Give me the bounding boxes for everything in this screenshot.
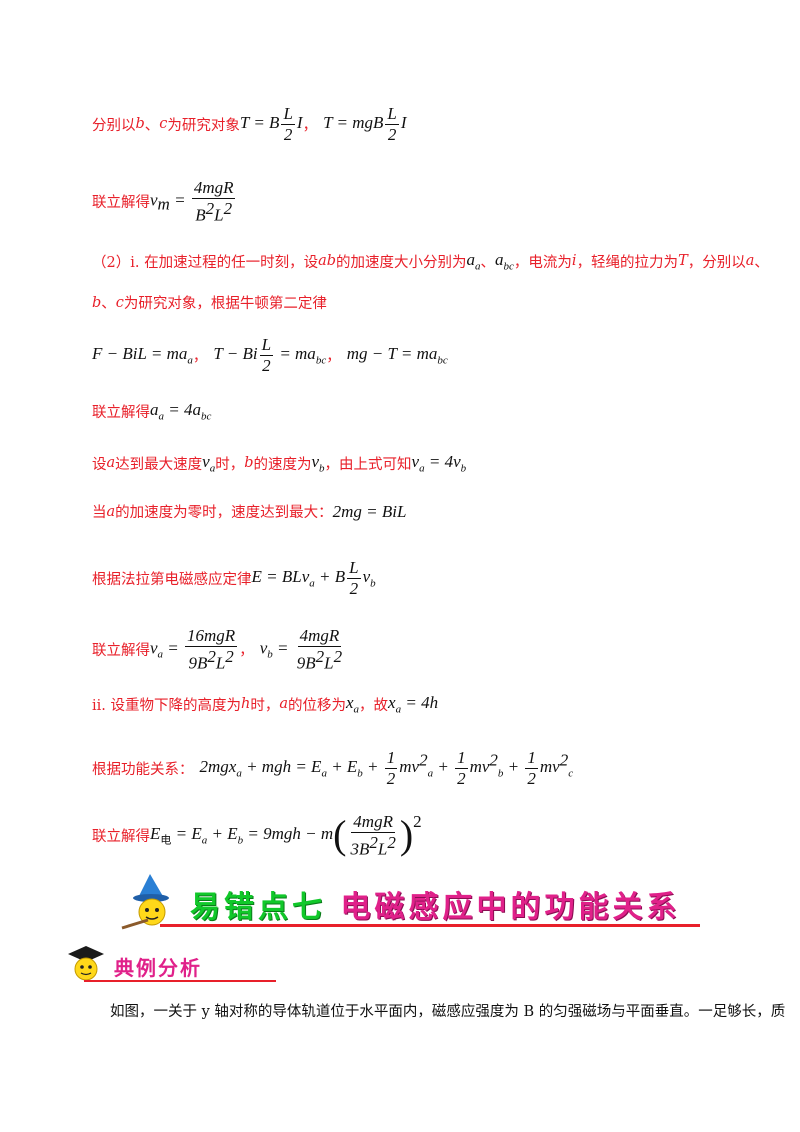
text: 联立解得 xyxy=(92,404,150,421)
text: 的加速度大小分别为 xyxy=(336,254,467,271)
graduate-mascot-icon xyxy=(68,946,104,981)
text: ，故 xyxy=(359,697,389,714)
text: 设 xyxy=(92,456,107,473)
problem-text: 如图，一关于 y 轴对称的导体轨道位于水平面内，磁感应强度为 B 的匀强磁场与平… xyxy=(110,1004,786,1020)
section-banner: 易错点七 电磁感应中的功能关系 xyxy=(120,874,700,930)
line-accel-ratio: 联立解得 aa = 4abc xyxy=(92,400,211,422)
text: 联立解得 xyxy=(92,828,150,845)
text: 达到最大速度 xyxy=(115,456,203,473)
text: 、 xyxy=(101,296,116,312)
text: 为研究对象，根据牛顿第二定律 xyxy=(123,296,327,312)
var-b: b xyxy=(244,455,254,472)
text: 的加速度为零时，速度达到最大： xyxy=(115,505,333,521)
text: 、 xyxy=(754,254,769,271)
var-i: i xyxy=(571,253,577,270)
formula: E电 = Ea + Eb = 9mgh − m xyxy=(150,823,334,847)
banner-title: 易错点七 电磁感应中的功能关系 xyxy=(190,882,680,926)
text: 当 xyxy=(92,505,107,521)
text: 、 xyxy=(480,254,496,271)
text: 时， xyxy=(215,456,245,473)
text: 根据法拉第电磁感应定律 xyxy=(92,571,252,588)
formula: xa = 4h xyxy=(388,693,439,716)
text: 根据功能关系： xyxy=(92,761,194,778)
formula: xa xyxy=(346,693,360,716)
text: 的位移为 xyxy=(288,697,346,714)
banner-underline xyxy=(160,924,700,927)
text: 联立解得 xyxy=(92,194,150,211)
formula: va = 4vb xyxy=(411,452,467,475)
var-b: b xyxy=(92,294,102,311)
formula: aa xyxy=(466,250,481,273)
var-a: a xyxy=(106,455,116,472)
formula: aa = 4abc xyxy=(150,400,212,423)
formula: 2mg = BiL xyxy=(332,501,407,521)
text: 联立解得 xyxy=(92,642,150,659)
text: 的速度为 xyxy=(253,456,312,473)
var-c: c xyxy=(159,116,168,133)
text: ， xyxy=(302,117,318,134)
example-underline xyxy=(84,980,276,982)
formula: mg − T = mabc xyxy=(346,343,448,367)
banner-title-green: 易错点七 xyxy=(190,890,326,925)
formula: F − BiL = maa xyxy=(92,343,193,367)
text: 分别以 xyxy=(92,117,136,134)
text: ，分别以 xyxy=(687,254,746,271)
formula: va xyxy=(202,452,216,475)
text: ，轻绳的拉力为 xyxy=(576,254,679,271)
example-banner: 典例分析 xyxy=(64,946,276,982)
var-h: h xyxy=(241,696,251,713)
text: ，由上式可知 xyxy=(324,456,412,473)
var-c: c xyxy=(115,294,124,311)
var-ab: ab xyxy=(318,253,337,270)
banner-title-pink: 电磁感应中的功能关系 xyxy=(340,890,681,925)
var-b: b xyxy=(135,116,145,133)
text: 、 xyxy=(144,117,160,134)
text: 为研究对象 xyxy=(167,117,240,134)
text: （2）i. 在加速过程的任一时刻，设 xyxy=(92,254,319,271)
wizard-mascot-icon xyxy=(121,874,169,930)
var-a: a xyxy=(745,253,755,270)
example-title: 典例分析 xyxy=(114,956,202,980)
text: ii. 设重物下降的高度为 xyxy=(92,697,241,714)
text: 时， xyxy=(250,697,280,714)
text: ，电流为 xyxy=(513,254,572,271)
formula: vb xyxy=(311,452,325,475)
var-a: a xyxy=(106,503,116,520)
var-T: T xyxy=(678,253,688,270)
formula: abc xyxy=(495,250,514,273)
var-a: a xyxy=(279,696,288,713)
text: ， xyxy=(239,642,254,659)
